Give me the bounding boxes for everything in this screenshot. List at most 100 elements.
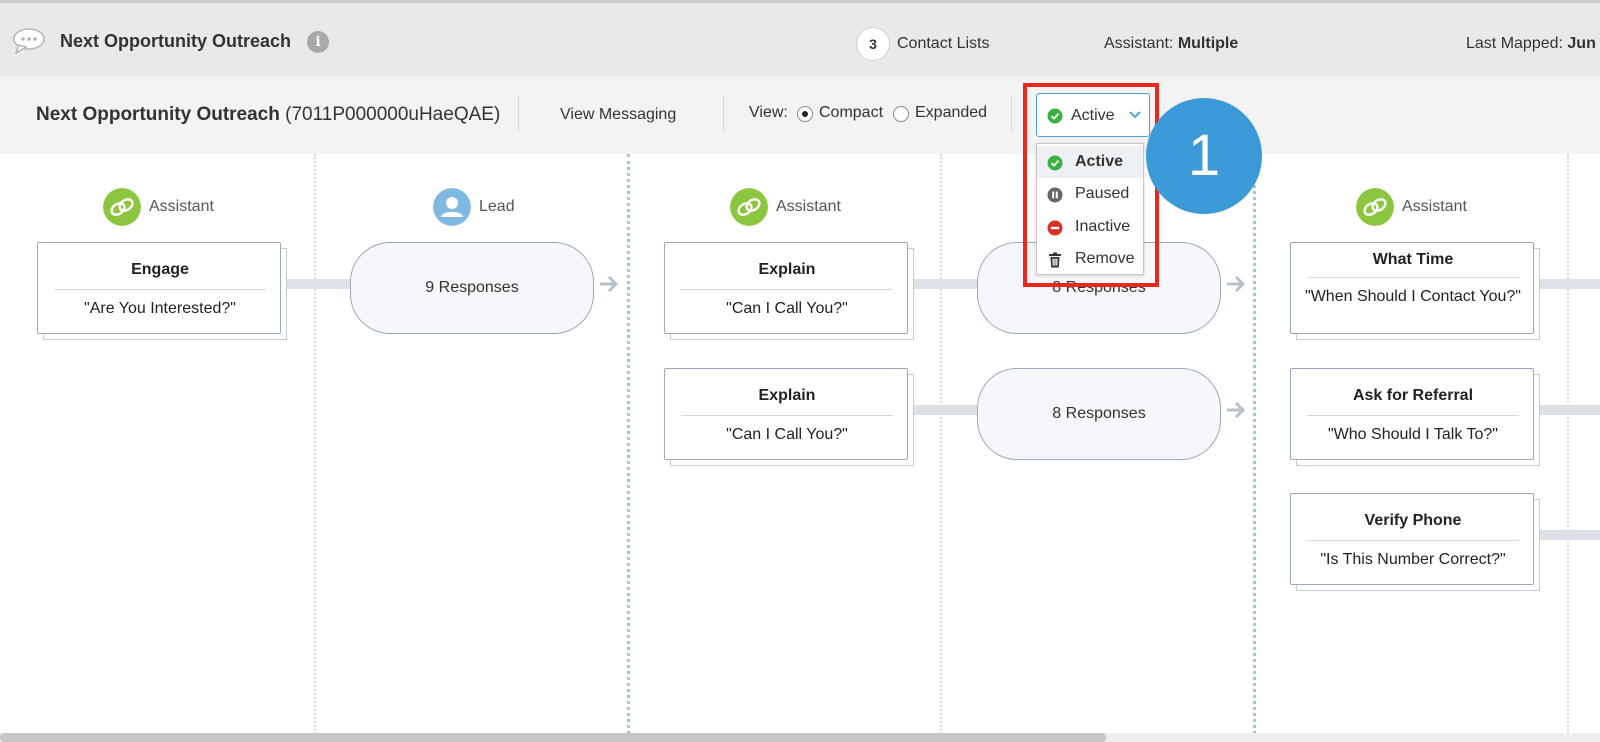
status-option-inactive[interactable]: Inactive: [1037, 211, 1143, 243]
message-card-face: Verify Phone "Is This Number Correct?": [1290, 493, 1534, 585]
step-number-marker: 1: [1146, 98, 1262, 214]
message-card-face: Explain "Can I Call You?": [664, 242, 908, 334]
view-expanded-label[interactable]: Expanded: [915, 104, 988, 121]
flow-connector: [908, 405, 978, 415]
status-dropdown-menu: Active Paused Inactive Remove: [1036, 143, 1144, 275]
responses-count: 9 Responses: [425, 279, 519, 296]
card-message: "When Should I Contact You?": [1305, 288, 1521, 305]
message-card[interactable]: Ask for Referral "Who Should I Talk To?": [1290, 368, 1540, 466]
card-title: Explain: [758, 387, 816, 404]
last-mapped-value: Jun: [1567, 35, 1596, 52]
flow-connector: [908, 279, 978, 289]
annotation-highlight-box: [1023, 83, 1159, 287]
role-label: Assistant: [776, 198, 841, 215]
card-message: "Can I Call You?": [726, 426, 848, 443]
assistant-meta-value: Multiple: [1177, 35, 1239, 52]
responses-node[interactable]: 8 Responses: [977, 368, 1221, 460]
message-card-face: Engage "Are You Interested?": [37, 242, 281, 334]
column-divider: [314, 154, 316, 734]
chevron-down-icon: [1129, 111, 1141, 119]
status-option-label: Paused: [1075, 185, 1130, 202]
toolbar-divider: [518, 96, 519, 132]
message-card-face: What Time "When Should I Contact You?": [1290, 242, 1534, 334]
responses-node[interactable]: 9 Responses: [350, 242, 594, 334]
card-message: "Is This Number Correct?": [1320, 551, 1506, 568]
status-option-label: Inactive: [1075, 218, 1131, 235]
card-message: "Can I Call You?": [726, 300, 848, 317]
role-label: Lead: [479, 198, 515, 215]
chat-bubble-icon: [13, 28, 45, 54]
assistant-icon: [730, 188, 768, 226]
flow-connector: [280, 279, 352, 289]
card-message: "Are You Interested?": [84, 300, 236, 317]
assistant-meta: Assistant: Multiple: [1104, 35, 1238, 53]
contact-list-count-badge: 3: [856, 27, 890, 61]
message-card[interactable]: Explain "Can I Call You?": [664, 242, 914, 340]
status-select[interactable]: Active: [1036, 93, 1150, 137]
view-label: View:: [749, 104, 788, 121]
last-mapped-meta: Last Mapped: Jun: [1466, 35, 1600, 53]
scrollbar-thumb[interactable]: [0, 733, 1106, 742]
card-title: Explain: [758, 261, 816, 278]
check-circle-icon: [1047, 108, 1063, 124]
campaign-id: (7011P000000uHaeQAE): [279, 104, 501, 125]
card-divider: [1307, 540, 1519, 541]
view-compact-label[interactable]: Compact: [819, 104, 884, 121]
campaign-name: Next Opportunity Outreach: [36, 104, 280, 125]
person-icon: [433, 188, 471, 226]
assistant-meta-label: Assistant:: [1104, 35, 1178, 52]
status-option-label: Remove: [1075, 250, 1135, 267]
column-divider: [1253, 154, 1256, 734]
column-divider: [627, 154, 630, 734]
status-option-label: Active: [1075, 153, 1124, 170]
assistant-icon: [103, 188, 141, 226]
contact-lists-link[interactable]: Contact Lists: [897, 35, 990, 52]
arrow-right-icon: [1227, 401, 1246, 419]
last-mapped-label: Last Mapped:: [1466, 35, 1568, 52]
message-card[interactable]: What Time "When Should I Contact You?": [1290, 242, 1540, 340]
arrow-right-icon: [600, 275, 619, 293]
card-title: Verify Phone: [1364, 512, 1462, 529]
arrow-right-icon: [1227, 275, 1246, 293]
card-title: Ask for Referral: [1352, 387, 1474, 404]
status-option-active[interactable]: Active: [1037, 146, 1143, 178]
minus-circle-icon: [1047, 220, 1063, 236]
flow-connector: [1536, 405, 1600, 415]
message-card[interactable]: Verify Phone "Is This Number Correct?": [1290, 493, 1540, 591]
campaign-header-title: Next Opportunity Outreach: [60, 31, 292, 51]
card-title: What Time: [1372, 251, 1454, 268]
status-option-remove[interactable]: Remove: [1037, 243, 1143, 275]
column-divider: [940, 154, 942, 734]
column-divider: [1567, 154, 1569, 734]
pause-circle-icon: [1047, 187, 1063, 203]
responses-count: 8 Responses: [1052, 405, 1146, 422]
card-divider: [1307, 277, 1519, 278]
role-label: Assistant: [1402, 198, 1467, 215]
trash-icon: [1049, 252, 1061, 268]
flow-connector: [1536, 279, 1600, 289]
flow-connector: [1536, 530, 1600, 540]
assistant-icon: [1356, 188, 1394, 226]
role-label: Assistant: [149, 198, 214, 215]
view-compact-radio[interactable]: [797, 106, 813, 122]
message-card[interactable]: Explain "Can I Call You?": [664, 368, 914, 466]
card-divider: [681, 289, 893, 290]
info-icon[interactable]: i: [307, 31, 329, 53]
campaign-toolbar: Next Opportunity Outreach (7011P000000uH…: [0, 76, 1600, 154]
status-select-value: Active: [1071, 107, 1115, 124]
check-circle-icon: [1047, 155, 1063, 171]
flow-canvas[interactable]: Assistant Lead Assistant Assistant: [0, 154, 1600, 742]
toolbar-divider: [723, 96, 724, 132]
card-divider: [1307, 415, 1519, 416]
toolbar-divider: [1011, 96, 1012, 132]
status-option-paused[interactable]: Paused: [1037, 178, 1143, 210]
horizontal-scrollbar[interactable]: [0, 733, 1600, 742]
message-card[interactable]: Engage "Are You Interested?": [37, 242, 287, 340]
view-messaging-link[interactable]: View Messaging: [560, 106, 677, 123]
card-message: "Who Should I Talk To?": [1328, 426, 1498, 443]
message-card-face: Ask for Referral "Who Should I Talk To?": [1290, 368, 1534, 460]
card-title: Engage: [131, 261, 189, 278]
view-expanded-radio[interactable]: [893, 106, 909, 122]
message-card-face: Explain "Can I Call You?": [664, 368, 908, 460]
app-header: Next Opportunity Outreach i 3 Contact Li…: [0, 0, 1600, 76]
